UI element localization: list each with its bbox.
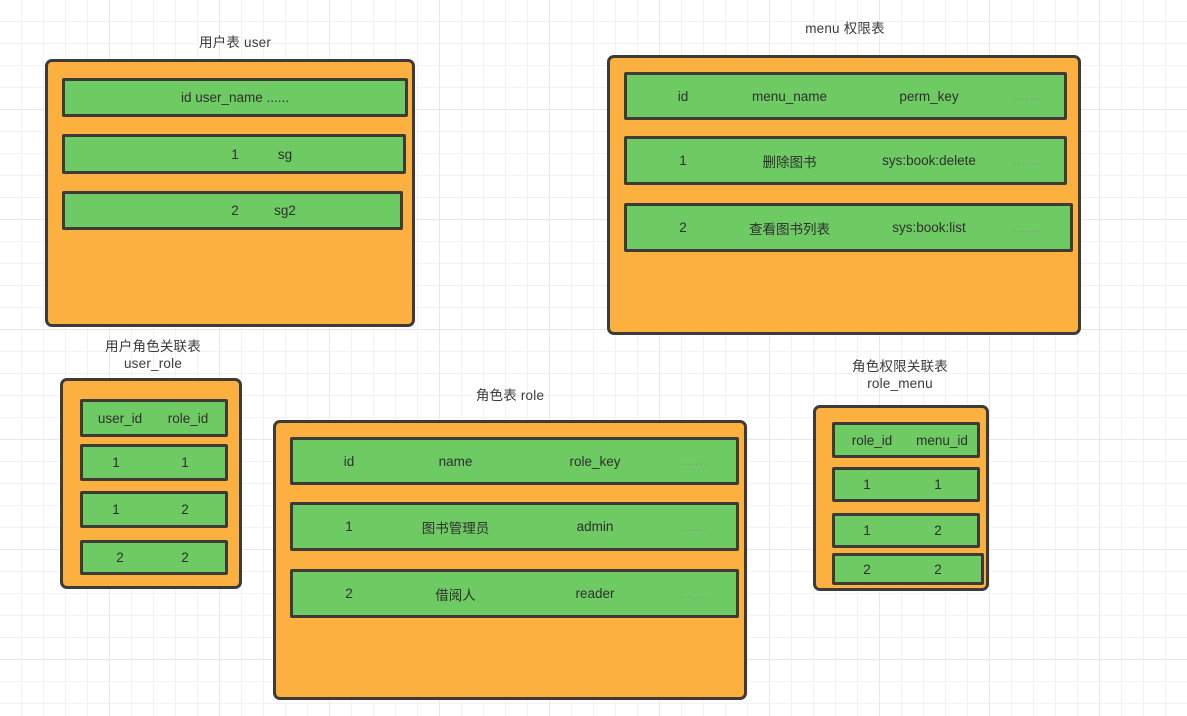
cell-user-role-role-id: role_id [167, 410, 209, 426]
cell-role-key: reader [575, 586, 615, 601]
cell-role-id: id [343, 453, 355, 469]
table-row[interactable]: id user_name ...... [62, 78, 408, 117]
cell-role-key: role_key [569, 453, 621, 469]
table-row[interactable]: id menu_name perm_key ....... [624, 72, 1067, 120]
cell-menu-perm-key: sys:book:list [892, 220, 966, 235]
cell-role-more: ....... [679, 519, 707, 534]
table-box-role[interactable]: id name role_key ....... 1 图书管理员 admin .… [273, 420, 747, 700]
cell-user-role-user-id: 1 [112, 455, 120, 470]
table-row[interactable]: 2 sg2 [62, 191, 403, 230]
table-row[interactable]: id name role_key ....... [290, 437, 739, 485]
cell-menu-more: ....... [1013, 89, 1041, 103]
table-row[interactable]: user_id role_id [80, 399, 228, 437]
cell-role-menu-role-id: 1 [863, 523, 871, 538]
table-box-user[interactable]: id user_name ...... 1 sg 2 sg2 [45, 59, 415, 327]
cell-user-role-user-id: 2 [116, 550, 124, 565]
table-row[interactable]: 1 2 [80, 491, 228, 528]
cell-menu-name: 查看图书列表 [749, 221, 830, 237]
cell-menu-id: 1 [679, 153, 687, 168]
cell-role-menu-menu-id: 2 [934, 523, 942, 538]
table-row[interactable]: 1 删除图书 sys:book:delete ....... [624, 136, 1067, 185]
table-box-menu[interactable]: id menu_name perm_key ....... 1 删除图书 sys… [607, 55, 1081, 335]
cell-header-user-columns: id user_name ...... [180, 90, 290, 105]
table-row[interactable]: 2 查看图书列表 sys:book:list ....... [624, 203, 1073, 252]
cell-role-id: 1 [345, 519, 353, 534]
table-row[interactable]: 2 2 [832, 553, 984, 585]
cell-menu-id: id [677, 88, 689, 104]
cell-role-menu-role-id: 1 [863, 477, 871, 492]
cell-role-menu-role-id: 2 [863, 561, 871, 577]
table-title-menu: menu 权限表 [805, 21, 885, 36]
table-box-user-role[interactable]: user_id role_id 1 1 1 2 2 2 [60, 378, 242, 589]
cell-role-key: admin [576, 519, 614, 534]
table-row[interactable]: 1 1 [832, 467, 980, 502]
cell-role-menu-menu-id: 1 [934, 477, 942, 492]
cell-role-name: 图书管理员 [421, 520, 490, 536]
cell-user-role-role-id: 1 [181, 455, 189, 470]
table-row[interactable]: 2 借阅人 reader ....... [290, 569, 739, 618]
cell-user-name: sg2 [274, 203, 296, 218]
cell-role-id: 2 [345, 586, 353, 601]
cell-user-role-user-id: user_id [97, 410, 143, 426]
cell-role-more: ....... [679, 586, 707, 601]
table-row[interactable]: 1 2 [832, 513, 980, 548]
table-row[interactable]: 1 1 [80, 444, 228, 481]
cell-role-menu-role-id: role_id [851, 432, 893, 448]
table-row[interactable]: 2 2 [80, 540, 228, 575]
cell-menu-name: 删除图书 [762, 154, 817, 170]
table-title-role: 角色表 role [475, 388, 545, 403]
table-row[interactable]: 1 sg [62, 134, 406, 174]
cell-menu-perm-key: perm_key [899, 88, 959, 104]
cell-menu-perm-key: sys:book:delete [882, 153, 976, 168]
cell-role-more: ....... [679, 454, 707, 468]
cell-user-role-user-id: 1 [112, 502, 120, 517]
cell-menu-more: ....... [1013, 220, 1041, 235]
cell-user-id: 1 [231, 146, 239, 162]
cell-role-name: name [438, 453, 473, 469]
cell-user-id: 2 [231, 203, 239, 218]
cell-user-role-role-id: 2 [181, 550, 189, 565]
cell-role-name: 借阅人 [435, 587, 476, 603]
cell-menu-more: ....... [1013, 153, 1041, 168]
table-row[interactable]: role_id menu_id [832, 422, 980, 458]
table-row[interactable]: 1 图书管理员 admin ....... [290, 502, 739, 551]
cell-user-role-role-id: 2 [181, 502, 189, 517]
table-title-role-menu: 角色权限关联表 role_menu [852, 359, 948, 391]
cell-menu-id: 2 [679, 220, 687, 235]
table-box-role-menu[interactable]: role_id menu_id 1 1 1 2 2 2 [813, 405, 989, 591]
cell-menu-name: menu_name [751, 88, 828, 104]
cell-role-menu-menu-id: menu_id [916, 432, 968, 448]
table-title-user: 用户表 user [198, 35, 272, 50]
table-title-user-role: 用户角色关联表 user_role [105, 339, 201, 371]
cell-user-name: sg [277, 146, 293, 162]
cell-role-menu-menu-id: 2 [934, 561, 942, 577]
